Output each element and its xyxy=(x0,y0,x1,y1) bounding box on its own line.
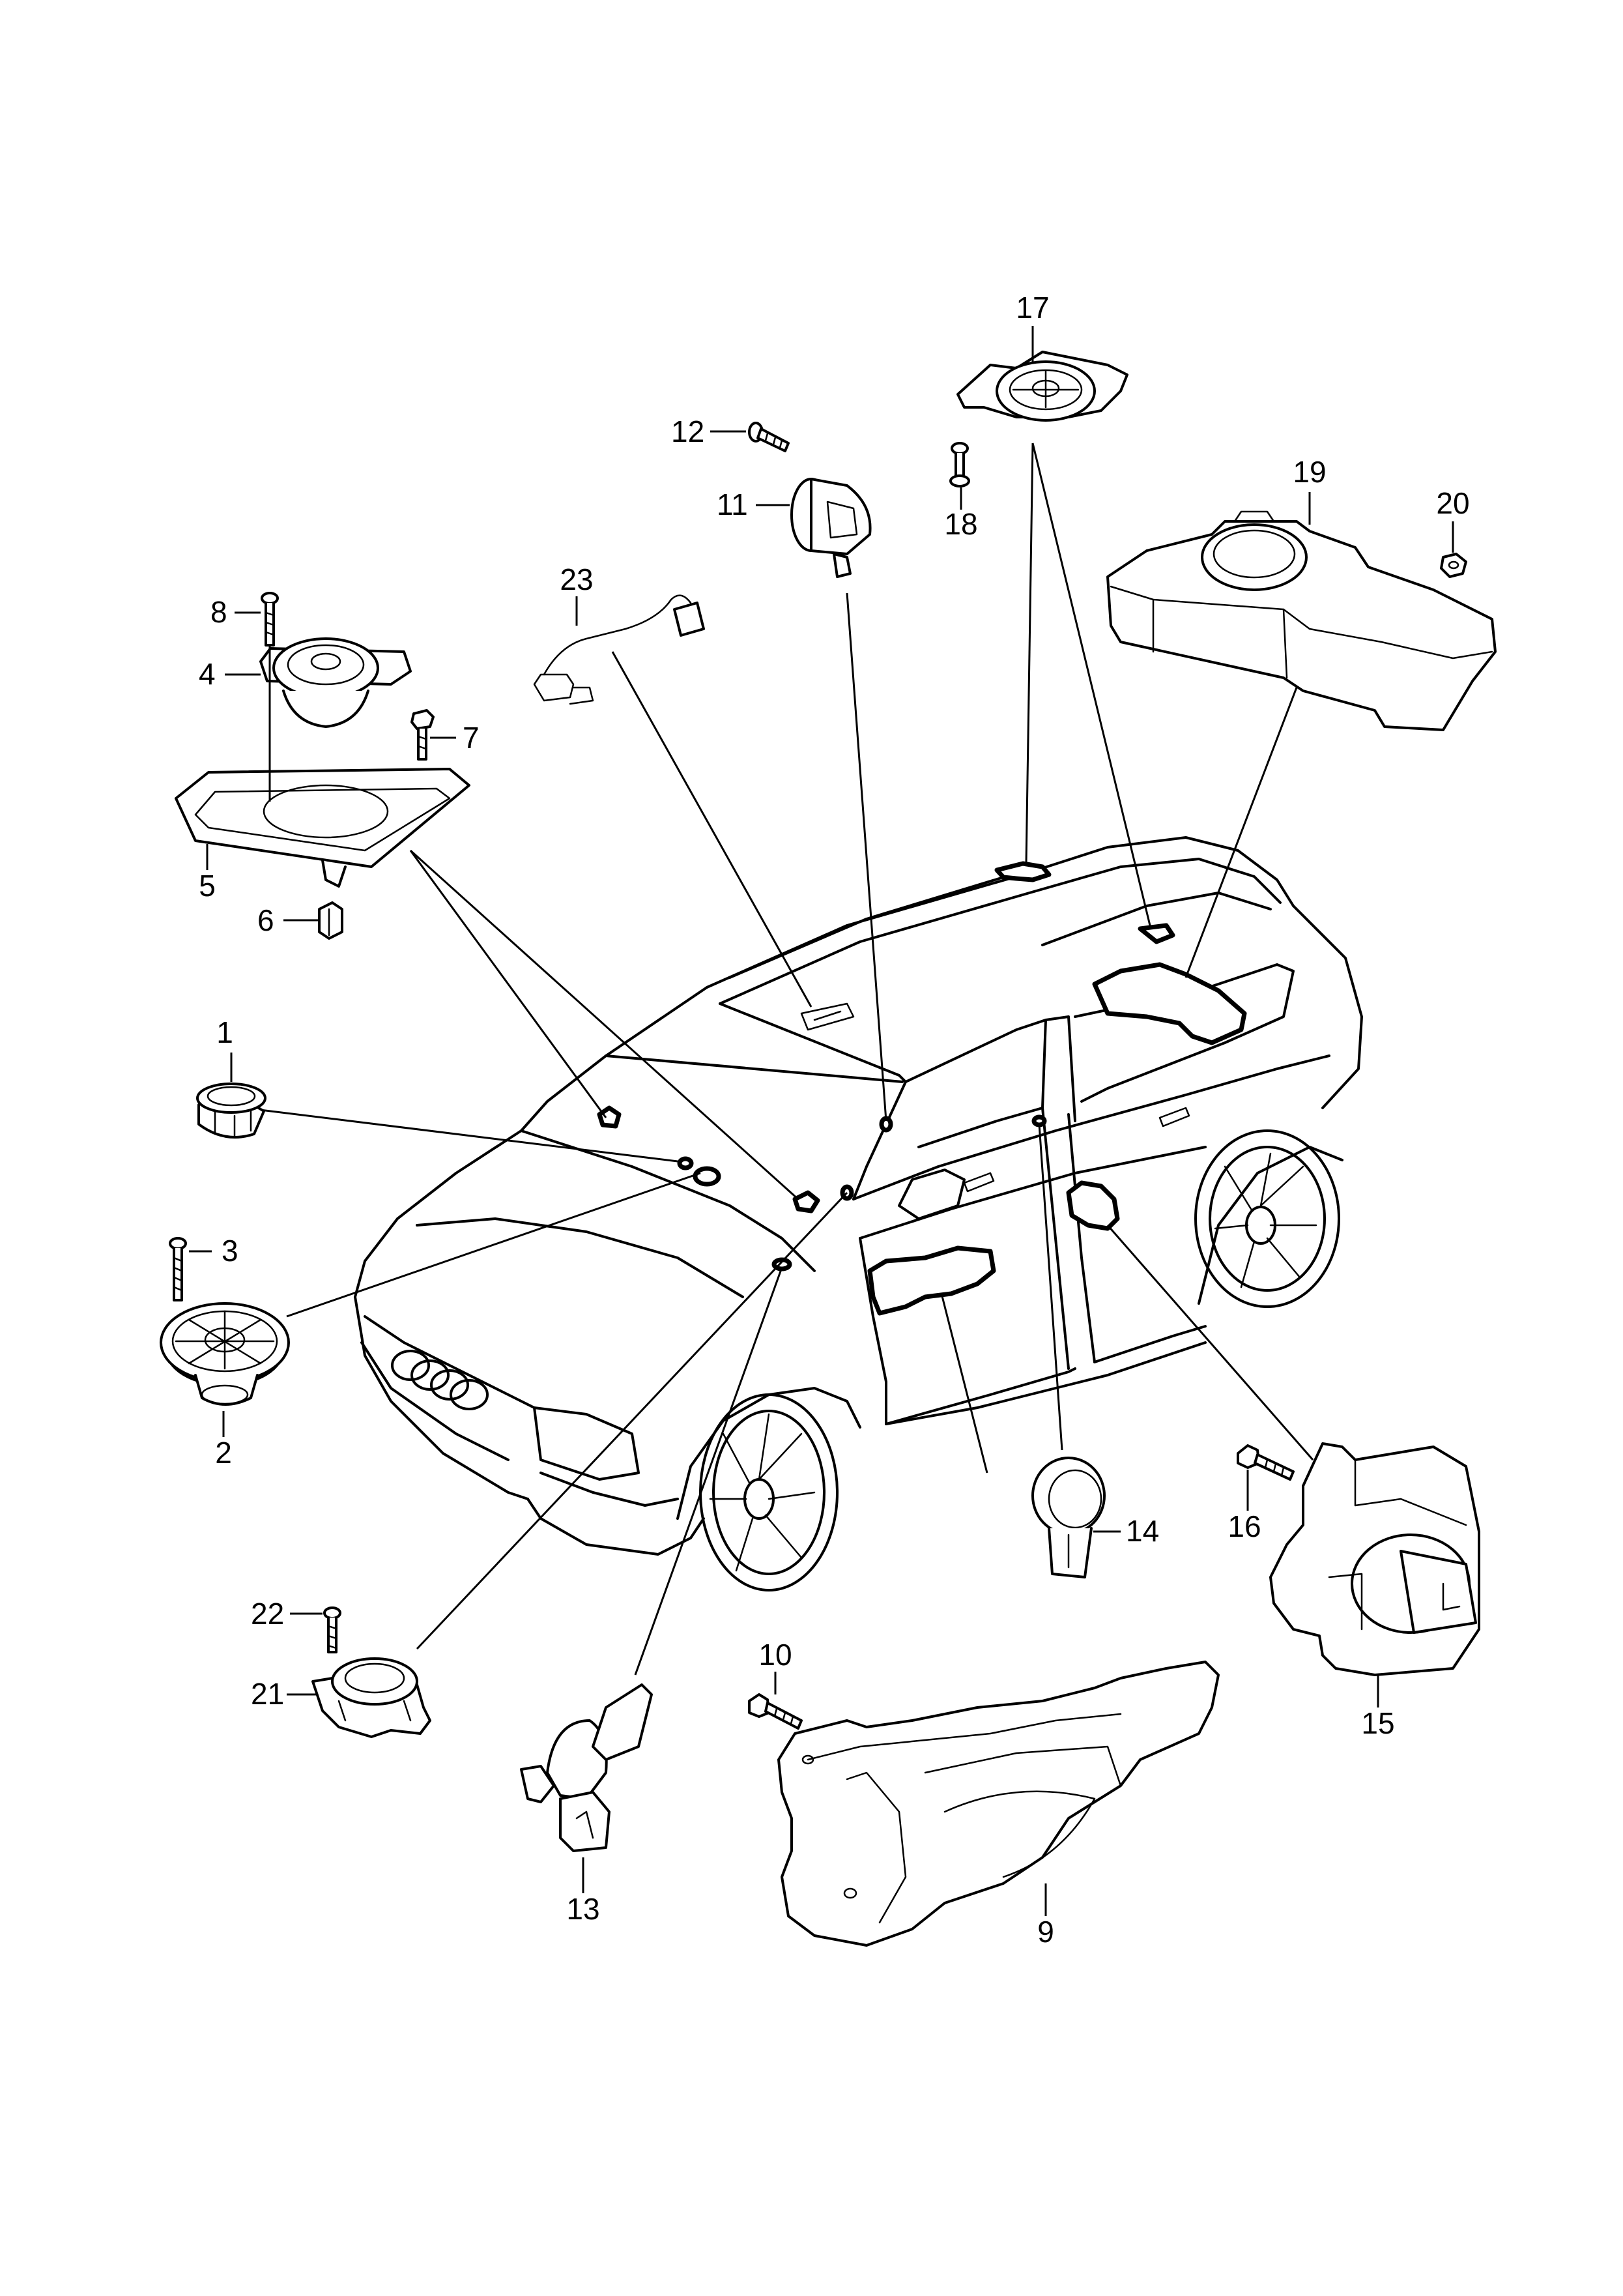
callout-19: 19 xyxy=(1293,455,1327,525)
callout-17: 17 xyxy=(1016,291,1050,362)
callout-13: 13 xyxy=(566,1857,600,1926)
callout-label-21: 21 xyxy=(251,1677,284,1711)
callout-3: 3 xyxy=(189,1234,238,1268)
callout-10: 10 xyxy=(758,1638,792,1694)
callout-5: 5 xyxy=(199,844,216,903)
part-17-roof-speaker xyxy=(956,351,1128,422)
part-23-antenna-cable xyxy=(533,594,705,705)
rear-roof-speaker-location xyxy=(1138,923,1175,944)
callout-4: 4 xyxy=(199,657,261,691)
callout-label-4: 4 xyxy=(199,657,216,691)
front-door-speaker-location xyxy=(867,1245,996,1316)
part-12-screw xyxy=(748,422,790,452)
part-15-rear-door-speaker xyxy=(1269,1442,1480,1676)
callout-23: 23 xyxy=(560,562,594,626)
callout-1: 1 xyxy=(216,1015,233,1082)
subwoofer-location xyxy=(1092,962,1247,1045)
callout-label-1: 1 xyxy=(216,1015,233,1049)
callout-label-2: 2 xyxy=(215,1436,232,1470)
callout-22: 22 xyxy=(251,1597,323,1631)
callout-label-17: 17 xyxy=(1016,291,1049,325)
callout-label-18: 18 xyxy=(944,507,977,541)
callout-18: 18 xyxy=(944,487,978,541)
part-7-screw xyxy=(410,709,435,761)
part-8-screw xyxy=(261,592,279,802)
callout-9: 9 xyxy=(1037,1883,1054,1949)
dash-tweeter-location xyxy=(677,1156,694,1170)
dash-speaker-location-left xyxy=(597,1105,622,1129)
part-4-center-speaker xyxy=(259,637,412,728)
callout-21: 21 xyxy=(251,1677,316,1711)
part-2-midrange-speaker xyxy=(160,1302,290,1406)
callout-label-9: 9 xyxy=(1037,1915,1054,1949)
part-3-screw xyxy=(169,1237,187,1301)
rear-door-speaker-location xyxy=(1066,1180,1120,1231)
callout-label-7: 7 xyxy=(463,721,480,755)
callout-6: 6 xyxy=(257,903,318,937)
car-body xyxy=(354,836,1363,1591)
callout-12: 12 xyxy=(671,414,746,448)
callout-label-3: 3 xyxy=(222,1234,238,1268)
callout-11: 11 xyxy=(717,487,790,521)
callout-label-8: 8 xyxy=(210,595,227,629)
callout-14: 14 xyxy=(1093,1514,1159,1548)
part-18-screw xyxy=(949,442,970,487)
part-20-nut xyxy=(1440,553,1467,578)
part-16-screw xyxy=(1237,1444,1295,1481)
callout-label-14: 14 xyxy=(1126,1514,1159,1548)
part-21-dash-tweeter xyxy=(311,1657,431,1738)
part-14-tweeter xyxy=(1031,1457,1106,1578)
part-6-clip xyxy=(318,901,343,940)
callout-7: 7 xyxy=(430,721,480,755)
leader-lines xyxy=(244,443,1314,1676)
callout-label-12: 12 xyxy=(671,414,704,448)
part-11-tweeter xyxy=(790,478,872,578)
callout-8: 8 xyxy=(210,595,261,629)
car-mounting-locations xyxy=(597,861,1247,1316)
callout-label-5: 5 xyxy=(199,869,216,903)
part-1-tweeter xyxy=(196,1083,266,1139)
headliner-cable-location xyxy=(800,1002,855,1031)
callout-label-16: 16 xyxy=(1228,1509,1261,1543)
callout-label-22: 22 xyxy=(251,1597,284,1631)
callout-label-11: 11 xyxy=(717,487,748,521)
callout-label-6: 6 xyxy=(257,903,274,937)
part-9-front-door-speaker-housing xyxy=(777,1661,1220,1947)
callout-label-19: 19 xyxy=(1293,455,1326,489)
callout-label-20: 20 xyxy=(1436,486,1469,520)
b-pillar-location xyxy=(1031,1114,1047,1127)
callout-label-13: 13 xyxy=(566,1892,599,1926)
part-22-screw xyxy=(323,1606,341,1653)
callout-16: 16 xyxy=(1228,1470,1261,1543)
callout-20: 20 xyxy=(1436,486,1470,553)
callout-2: 2 xyxy=(215,1411,232,1470)
callout-label-10: 10 xyxy=(758,1638,792,1672)
part-10-screw xyxy=(748,1693,803,1730)
callout-label-15: 15 xyxy=(1361,1706,1394,1740)
callout-label-23: 23 xyxy=(560,562,593,596)
part-5-speaker-bracket xyxy=(175,768,470,888)
dash-center-location xyxy=(693,1166,721,1187)
callout-15: 15 xyxy=(1361,1675,1395,1740)
part-13-tweeter-bracket xyxy=(520,1683,653,1852)
roof-speaker-location xyxy=(994,861,1052,882)
a-pillar-tweeter-location xyxy=(792,1190,820,1213)
part-19-subwoofer-enclosure xyxy=(1106,510,1497,731)
